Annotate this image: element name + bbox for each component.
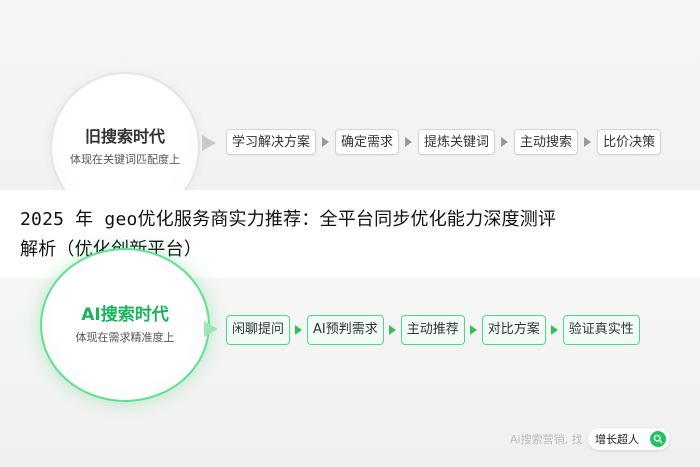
old-step-5: 比价决策 [597, 129, 662, 155]
arrow-right-icon [388, 325, 396, 335]
ai-step-1: 闲聊提问 [226, 315, 291, 345]
search-icon [650, 431, 666, 447]
old-step-2: 确定需求 [335, 129, 400, 155]
ai-step-3: 主动推荐 [400, 315, 465, 345]
ai-step-2: AI预判需求 [307, 315, 384, 345]
old-step-3: 提炼关键词 [418, 129, 496, 155]
ai-step-5: 验证真实性 [562, 315, 640, 345]
old-era-subtitle: 体现在关键词匹配度上 [70, 153, 180, 166]
old-era-lead-arrow-icon [202, 135, 216, 151]
arrow-right-icon [550, 325, 558, 335]
arrow-right-icon [295, 325, 303, 335]
footer-caption: Ai搜索营销, 找 [510, 433, 583, 446]
old-era-steps: 学习解决方案 确定需求 提炼关键词 主动搜索 比价决策 [226, 129, 662, 155]
ai-era-circle: AI搜索时代 体现在需求精准度上 [40, 248, 210, 402]
ai-era-steps: 闲聊提问 AI预判需求 主动推荐 对比方案 验证真实性 [226, 315, 640, 345]
article-title-line-1: 2025 年 geo优化服务商实力推荐：全平台同步优化能力深度测评 [20, 209, 557, 230]
brand-badge[interactable]: 增长超人 [588, 428, 670, 450]
arrow-right-icon [501, 137, 509, 147]
ai-era-title: AI搜索时代 [81, 305, 169, 325]
old-era-title: 旧搜索时代 [84, 127, 165, 146]
ai-era-subtitle: 体现在需求精准度上 [75, 331, 175, 344]
ai-era-lead-arrow-icon [204, 321, 218, 337]
arrow-right-icon [405, 137, 413, 147]
ai-step-4: 对比方案 [481, 315, 546, 345]
arrow-right-icon [469, 325, 477, 335]
arrow-right-icon [322, 137, 330, 147]
brand-name: 增长超人 [595, 433, 639, 446]
old-step-4: 主动搜索 [514, 129, 579, 155]
arrow-right-icon [584, 137, 592, 147]
old-step-1: 学习解决方案 [226, 129, 317, 155]
